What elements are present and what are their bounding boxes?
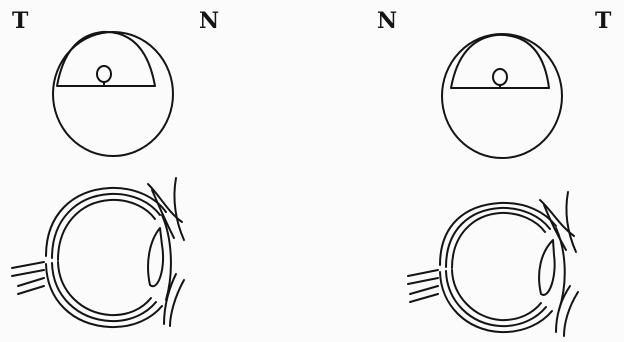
right-visual-field xyxy=(442,34,562,158)
left-eyeball xyxy=(12,178,184,327)
left-visual-field xyxy=(53,32,173,156)
right-eyeball xyxy=(408,192,578,336)
